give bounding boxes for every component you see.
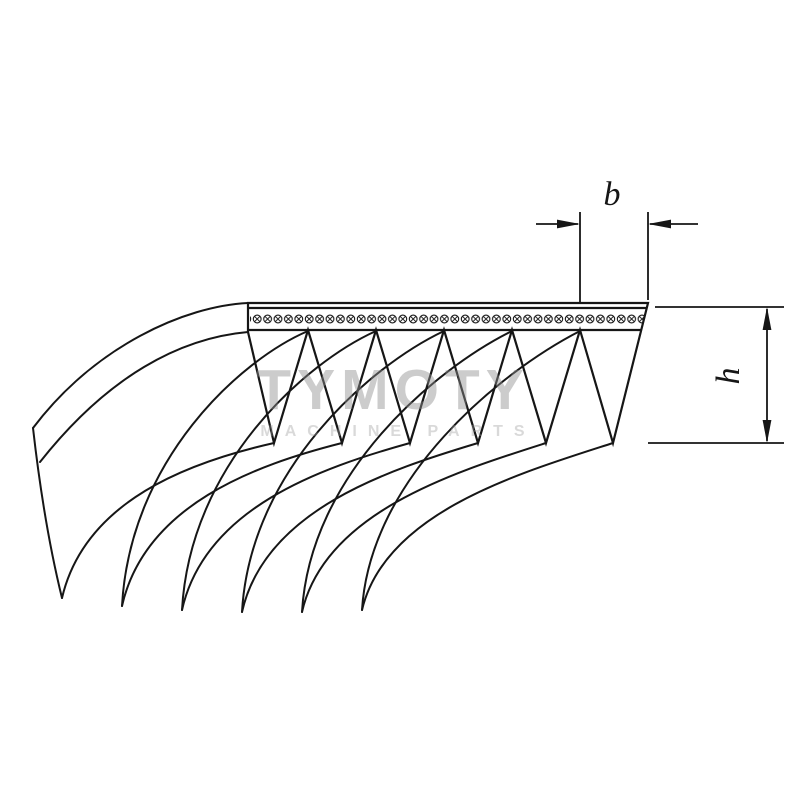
- groove-line: [241, 330, 445, 613]
- b-arrowhead-right: [648, 219, 671, 229]
- belt-back-outer-edge: [32, 302, 249, 429]
- dimension-h: h: [648, 306, 784, 444]
- watermark: TYMOTY MACHINE PARTS: [256, 358, 535, 440]
- dimension-b: b: [536, 176, 698, 302]
- rib-tip-line: [61, 442, 275, 599]
- belt-back-inner-edge: [39, 331, 249, 463]
- watermark-tagline-text: MACHINE PARTS: [260, 423, 535, 440]
- h-arrowhead-top: [762, 307, 772, 330]
- groove-line: [181, 330, 377, 611]
- b-label: b: [604, 176, 621, 213]
- groove-line: [361, 330, 581, 611]
- watermark-brand-text: TYMOTY: [256, 358, 530, 422]
- rib-tip-line: [361, 442, 614, 611]
- h-label: h: [710, 368, 747, 385]
- rib-tip-line: [301, 442, 547, 613]
- groove-line: [121, 330, 309, 607]
- belt-cross-section: [246, 301, 650, 448]
- rib-tip-line: [181, 442, 411, 611]
- belt-left-end-edge: [32, 427, 63, 599]
- cord-band-hatch: [250, 308, 647, 330]
- cross-section-outline: [246, 301, 650, 448]
- rib-tip-line: [241, 442, 479, 613]
- b-arrowhead-left: [557, 219, 580, 229]
- belt-perspective-body: [32, 302, 614, 613]
- rib-tip-line: [121, 442, 343, 607]
- groove-line: [301, 330, 513, 613]
- h-arrowhead-bottom: [762, 420, 772, 443]
